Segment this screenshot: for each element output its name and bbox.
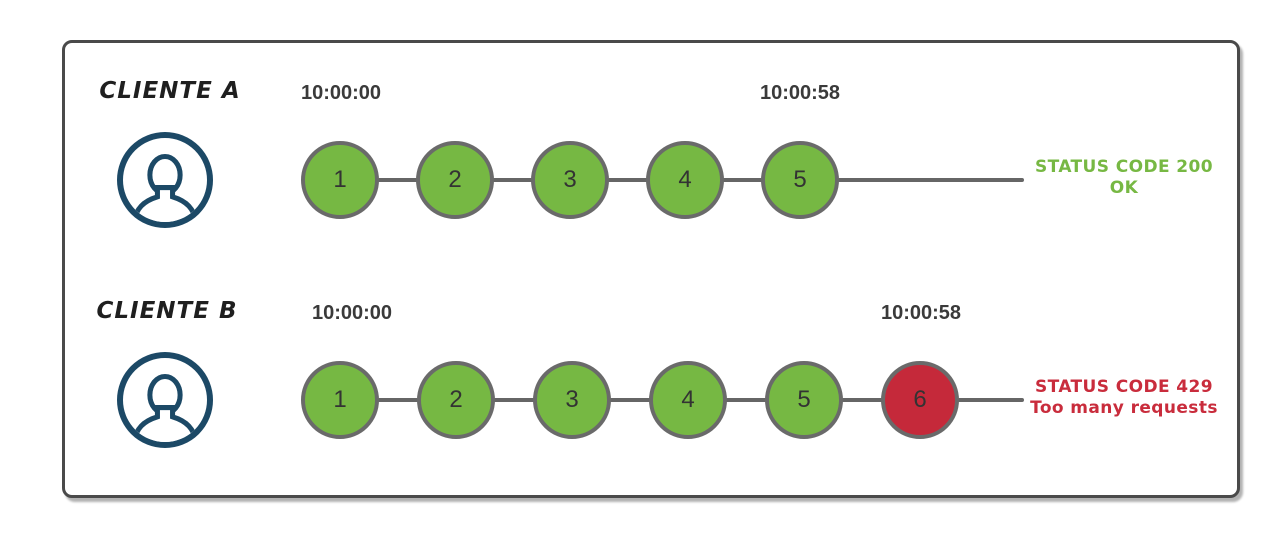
row-b-status-message: Too many requests (1030, 398, 1218, 418)
row-b-status: STATUS CODE 429 Too many requests (1024, 377, 1224, 419)
row-a-end-timestamp: 10:00:58 (759, 82, 841, 104)
request-node-4: 4 (646, 141, 724, 219)
request-node-6: 6 (881, 361, 959, 439)
request-node-1: 1 (301, 141, 379, 219)
row-b-end-timestamp: 10:00:58 (880, 302, 962, 324)
diagram-frame (62, 40, 1240, 498)
request-node-4: 4 (649, 361, 727, 439)
request-node-2: 2 (417, 361, 495, 439)
row-a-status-message: OK (1109, 178, 1139, 198)
row-a-status: STATUS CODE 200 OK (1024, 157, 1224, 199)
request-node-5: 5 (765, 361, 843, 439)
row-a-start-timestamp: 10:00:00 (300, 82, 382, 104)
request-node-5: 5 (761, 141, 839, 219)
row-a-status-code: STATUS CODE 200 (1035, 157, 1213, 177)
client-a-label: CLIENTE A (99, 78, 241, 104)
request-node-2: 2 (416, 141, 494, 219)
row-b-status-code: STATUS CODE 429 (1035, 377, 1213, 397)
request-node-3: 3 (533, 361, 611, 439)
user-avatar-icon (117, 352, 213, 448)
request-node-1: 1 (301, 361, 379, 439)
request-node-3: 3 (531, 141, 609, 219)
user-avatar-icon (117, 132, 213, 228)
client-b-label: CLIENTE B (96, 298, 238, 324)
row-b-start-timestamp: 10:00:00 (311, 302, 393, 324)
